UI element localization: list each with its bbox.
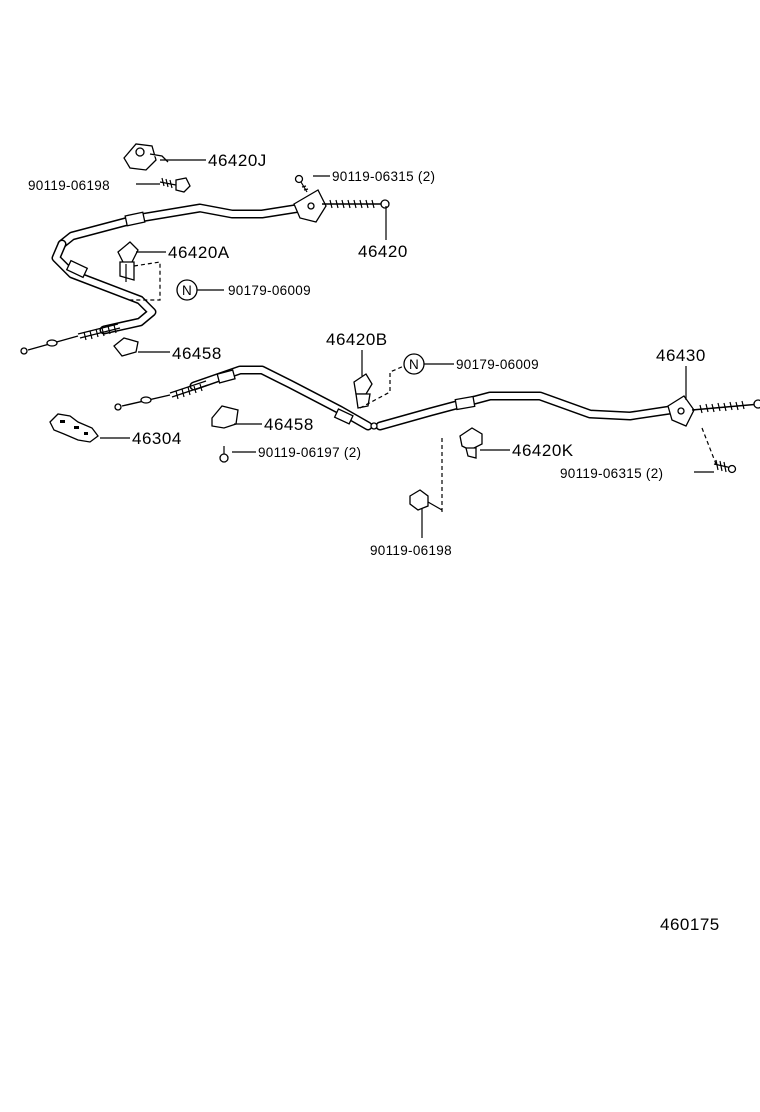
clamp-46420A[interactable] [117,241,139,282]
label-46420[interactable]: 46420 [358,242,408,261]
label-46420J[interactable]: 46420J [208,151,267,170]
new-part-marker-b: N [403,353,425,375]
label-90179-06009-a[interactable]: 90179-06009 [228,283,311,298]
label-46420K[interactable]: 46420K [512,441,574,460]
new-part-marker-a: N [176,279,198,301]
cable-46430[interactable] [114,365,760,431]
label-90179-06009-b[interactable]: 90179-06009 [456,357,539,372]
bracket-46458-b[interactable] [211,405,239,429]
label-46304[interactable]: 46304 [132,429,182,448]
bolt-90119-06198-b[interactable] [409,489,443,511]
label-46458-b[interactable]: 46458 [264,415,314,434]
label-90119-06315-b[interactable]: 90119-06315 (2) [560,466,663,481]
label-90119-06198-a[interactable]: 90119-06198 [28,178,110,193]
bolt-90119-06197[interactable] [219,446,229,463]
label-90119-06198-b[interactable]: 90119-06198 [370,543,452,558]
label-46430[interactable]: 46430 [656,346,706,365]
grommet-46304[interactable] [49,413,99,443]
bolt-90119-06315-b[interactable] [713,459,737,474]
bolt-90119-06198-a[interactable] [159,177,191,193]
label-90119-06197[interactable]: 90119-06197 (2) [258,445,361,460]
label-46458-a[interactable]: 46458 [172,344,222,363]
clamp-46420K[interactable] [459,427,483,459]
clamp-46420B[interactable] [353,373,373,409]
label-46420A[interactable]: 46420A [168,243,230,262]
bracket-46458-a[interactable] [113,337,139,357]
diagram-id: 460175 [660,915,720,934]
new-part-marker-b-text: N [409,357,419,372]
label-90119-06315-a[interactable]: 90119-06315 (2) [332,169,435,184]
clamp-46420J[interactable] [123,143,169,171]
label-46420B[interactable]: 46420B [326,330,388,349]
bolt-90119-06315-a[interactable] [294,174,309,193]
new-part-marker-a-text: N [182,283,192,298]
